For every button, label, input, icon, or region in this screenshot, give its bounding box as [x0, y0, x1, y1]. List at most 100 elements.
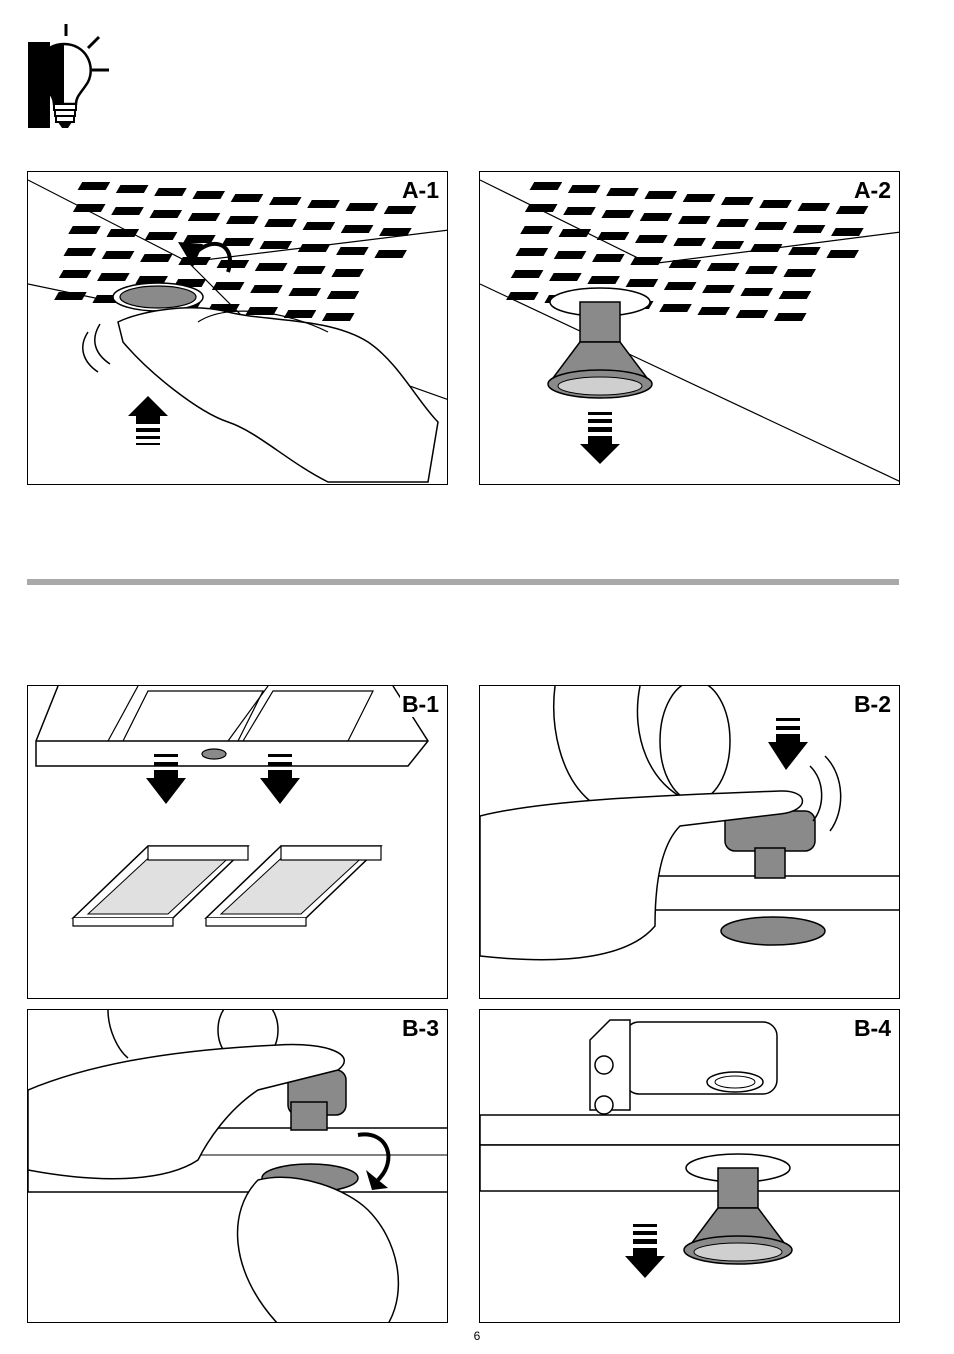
- vent-slot: [736, 310, 769, 318]
- vent-slot: [587, 276, 620, 284]
- panel-label-a1: A-1: [400, 178, 441, 203]
- vent-slot: [759, 200, 792, 208]
- panel-a2: A-2: [479, 171, 900, 485]
- vent-slot: [673, 238, 706, 246]
- vent-slot: [716, 219, 749, 227]
- panel-label-b4: B-4: [852, 1016, 893, 1041]
- vent-slot: [640, 213, 673, 221]
- vent-slot: [260, 241, 293, 249]
- lamp-removed-illustration: [480, 172, 900, 485]
- vent-slot: [630, 257, 663, 265]
- vent-slot: [831, 228, 864, 236]
- vent-slot: [149, 210, 182, 218]
- page-number: 6: [0, 1329, 954, 1343]
- vent-slot: [293, 266, 326, 274]
- vent-slot: [116, 185, 149, 193]
- vent-slot: [702, 285, 735, 293]
- vent-slot: [250, 285, 283, 293]
- vent-slot: [659, 304, 692, 312]
- remove-filters-illustration: [28, 686, 448, 999]
- vent-slot: [516, 248, 549, 256]
- vent-slot: [755, 222, 788, 230]
- vent-slot: [797, 203, 830, 211]
- vent-slot: [606, 188, 639, 196]
- vent-slot: [626, 279, 659, 287]
- vent-slot: [307, 200, 340, 208]
- vent-slot: [697, 307, 730, 315]
- vent-slot: [336, 247, 369, 255]
- vent-slot: [111, 207, 144, 215]
- panel-label-b3: B-3: [400, 1016, 441, 1041]
- vent-slot: [826, 250, 859, 258]
- vent-slot: [303, 222, 336, 230]
- down-arrow-icon: [768, 718, 808, 770]
- lightbulb-icon: [24, 22, 119, 132]
- vent-slot: [520, 226, 553, 234]
- vent-slot: [154, 188, 187, 196]
- vent-slot: [192, 191, 225, 199]
- vent-slot: [269, 197, 302, 205]
- vent-slot: [231, 194, 264, 202]
- panel-label-b2: B-2: [852, 692, 893, 717]
- vent-slot: [188, 213, 221, 221]
- down-arrow-icon: [625, 1224, 665, 1278]
- vent-slot: [664, 282, 697, 290]
- vent-slot: [341, 225, 374, 233]
- vent-slot: [183, 235, 216, 243]
- vent-slot: [327, 291, 360, 299]
- vent-slot: [563, 207, 596, 215]
- vent-slot: [264, 219, 297, 227]
- vent-slot: [793, 225, 826, 233]
- vent-slot: [68, 226, 101, 234]
- vent-slot: [740, 288, 773, 296]
- vent-slot: [64, 248, 97, 256]
- vent-slot: [145, 232, 178, 240]
- vent-slot: [288, 288, 321, 296]
- vent-slot: [59, 270, 92, 278]
- vent-slot: [836, 206, 869, 214]
- vent-slot: [217, 260, 250, 268]
- panel-b4: B-4: [479, 1009, 900, 1323]
- vent-slot: [635, 235, 668, 243]
- panel-b1: B-1: [27, 685, 448, 999]
- vent-slot: [745, 266, 778, 274]
- filter-grille: [54, 182, 416, 321]
- vent-slot: [221, 238, 254, 246]
- vent-slot: [78, 182, 111, 190]
- vent-slot: [345, 203, 378, 211]
- panel-a1: A-1: [27, 171, 448, 485]
- vent-slot: [774, 313, 807, 321]
- vent-slot: [707, 263, 740, 271]
- vent-slot: [788, 247, 821, 255]
- panel-b2: B-2: [479, 685, 900, 999]
- vent-slot: [140, 254, 173, 262]
- vent-slot: [712, 241, 745, 249]
- vent-slot: [683, 194, 716, 202]
- vent-slot: [97, 273, 130, 281]
- vent-slot: [212, 282, 245, 290]
- vent-slot: [592, 254, 625, 262]
- vent-slot: [102, 251, 135, 259]
- vent-slot: [530, 182, 563, 190]
- vent-slot: [783, 269, 816, 277]
- rotate-lamp-illustration: [28, 1010, 448, 1323]
- vent-slot: [721, 197, 754, 205]
- vent-slot: [226, 216, 259, 224]
- vent-slot: [384, 206, 417, 214]
- vent-slot: [255, 263, 288, 271]
- remove-lamp-hand-illustration: [28, 172, 448, 485]
- press-lamp-holder-illustration: [480, 686, 900, 999]
- vent-slot: [601, 210, 634, 218]
- panel-label-a2: A-2: [852, 178, 893, 203]
- vent-slot: [568, 185, 601, 193]
- vent-slot: [597, 232, 630, 240]
- section-divider: [27, 579, 899, 585]
- vent-slot: [331, 269, 364, 277]
- vent-slot: [779, 291, 812, 299]
- vent-slot: [554, 251, 587, 259]
- panel-label-b1: B-1: [400, 692, 441, 717]
- vent-slot: [549, 273, 582, 281]
- vent-slot: [678, 216, 711, 224]
- lamp-extracted-illustration: [480, 1010, 900, 1323]
- vent-slot: [511, 270, 544, 278]
